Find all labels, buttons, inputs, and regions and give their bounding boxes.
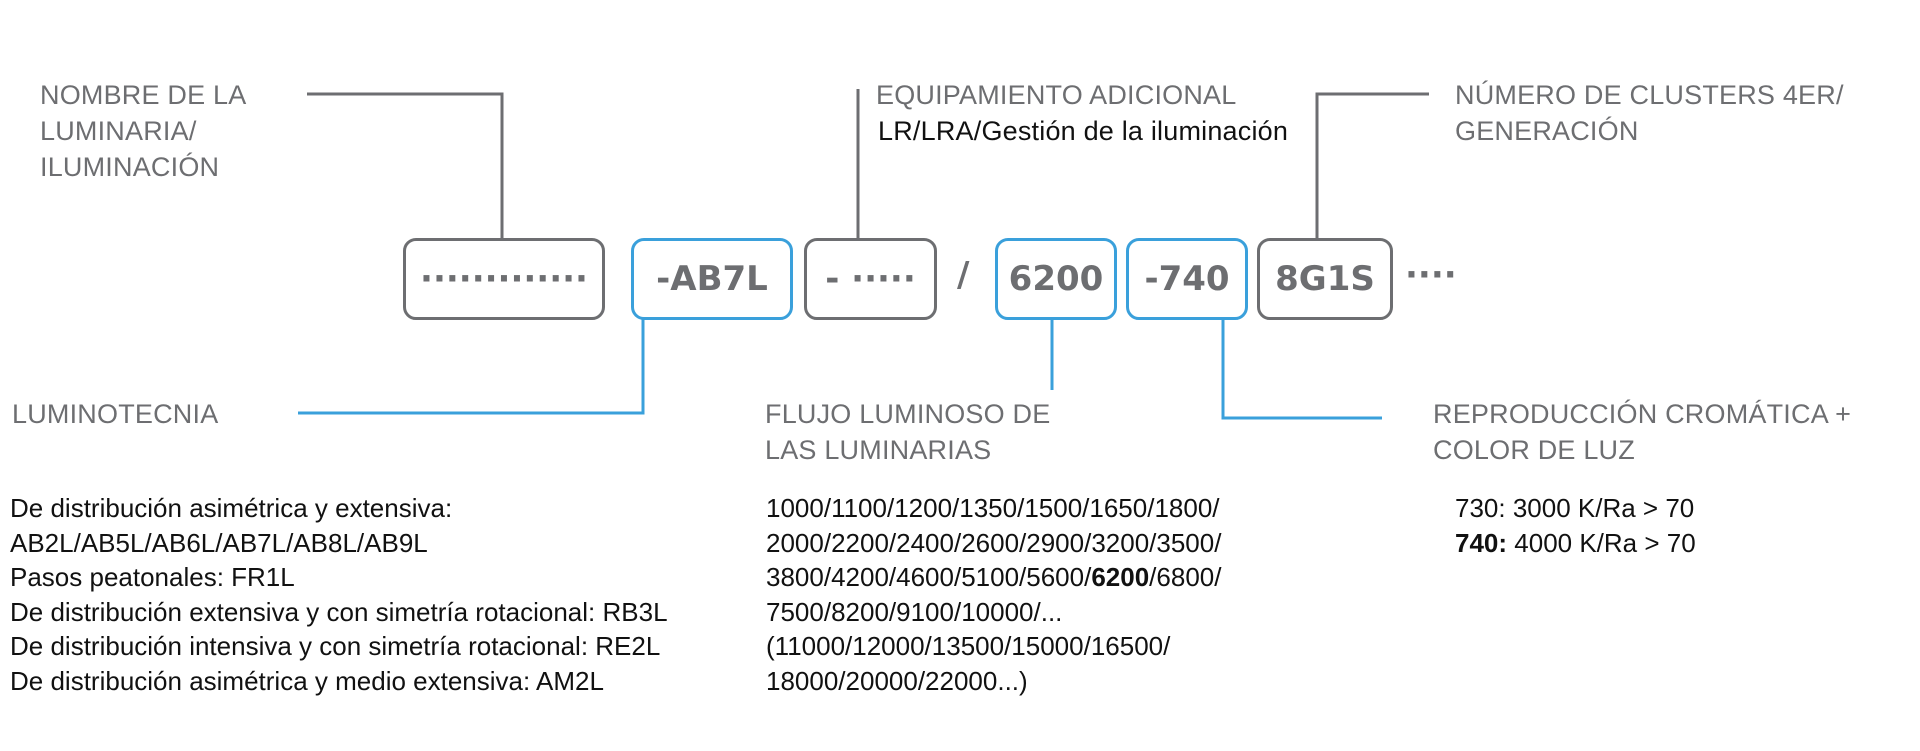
connector-clusters — [1315, 92, 1429, 238]
label-nombre: NOMBRE DE LA LUMINARIA/ ILUMINACIÓN — [40, 77, 246, 185]
flujo-line-1: 1000/1100/1200/1350/1500/1650/1800/ — [766, 493, 1220, 523]
label-reproduccion: REPRODUCCIÓN CROMÁTICA + COLOR DE LUZ — [1433, 396, 1851, 468]
flujo-line-3-bold: 6200 — [1091, 562, 1150, 592]
code-box-color: -740 — [1126, 238, 1248, 320]
code-box-equipment: - ····· — [804, 238, 937, 320]
code-more-ellipsis: ···· — [1405, 255, 1457, 295]
color-options: 730: 3000 K/Ra > 70 740: 4000 K/Ra > 70 — [1455, 491, 1696, 560]
label-equipamiento-title: EQUIPAMIENTO ADICIONAL — [876, 80, 1237, 110]
luminotecnia-line-5: De distribución intensiva y con simetría… — [10, 631, 661, 661]
luminotecnia-line-2: AB2L/AB5L/AB6L/AB7L/AB8L/AB9L — [10, 527, 428, 558]
label-clusters-line-1: NÚMERO DE CLUSTERS 4ER/ — [1455, 80, 1844, 110]
color-line-1: 730: 3000 K/Ra > 70 — [1455, 493, 1695, 523]
flujo-line-4: 7500/8200/9100/10000/... — [766, 596, 1063, 627]
label-nombre-line-1: NOMBRE DE LA — [40, 80, 247, 110]
color-line-2-rest: 4000 K/Ra > 70 — [1507, 527, 1696, 558]
flujo-line-3-pre: 3800/4200/4600/5100/5600/ — [766, 562, 1092, 592]
label-reproduccion-line-2: COLOR DE LUZ — [1433, 435, 1635, 465]
color-line-2: 740: 4000 K/Ra > 70 — [1455, 526, 1696, 561]
color-line-2-bold: 740: — [1455, 527, 1508, 558]
flujo-line-2: 2000/2200/2400/2600/2900/3200/3500/ — [766, 527, 1222, 558]
code-box-flux: 6200 — [995, 238, 1117, 320]
label-flujo: FLUJO LUMINOSO DE LAS LUMINARIAS — [765, 396, 1050, 468]
flujo-line-5: (11000/12000/13500/15000/16500/ — [766, 631, 1171, 661]
label-flujo-line-1: FLUJO LUMINOSO DE — [765, 399, 1051, 429]
luminotecnia-line-4: De distribución extensiva y con simetría… — [10, 596, 668, 627]
flujo-line-3: 3800/4200/4600/5100/5600/6200/6800/ — [766, 560, 1221, 595]
connector-luminotecnia — [298, 318, 645, 415]
label-reproduccion-line-1: REPRODUCCIÓN CROMÁTICA + — [1433, 399, 1852, 429]
code-box-name: ············· — [403, 238, 605, 320]
luminotecnia-options: De distribución asimétrica y extensiva: … — [10, 491, 668, 698]
luminotecnia-line-1: De distribución asimétrica y extensiva: — [10, 493, 453, 523]
flujo-line-6: 18000/20000/22000...) — [766, 665, 1028, 696]
connector-nombre — [307, 92, 504, 238]
label-nombre-line-3: ILUMINACIÓN — [40, 152, 220, 182]
code-box-clusters: 8G1S — [1257, 238, 1393, 320]
luminotecnia-line-3: Pasos peatonales: FR1L — [10, 562, 295, 592]
connector-reproduccion — [1221, 318, 1382, 420]
label-luminotecnia: LUMINOTECNIA — [12, 399, 219, 429]
label-clusters: NÚMERO DE CLUSTERS 4ER/ GENERACIÓN — [1455, 77, 1844, 149]
label-equipamiento: EQUIPAMIENTO ADICIONAL LR/LRA/Gestión de… — [876, 77, 1288, 149]
label-equipamiento-sub: LR/LRA/Gestión de la iluminación — [878, 116, 1289, 146]
flujo-options: 1000/1100/1200/1350/1500/1650/1800/ 2000… — [766, 491, 1221, 698]
label-nombre-line-2: LUMINARIA/ — [40, 116, 197, 146]
flujo-line-3-post: /6800/ — [1149, 562, 1222, 592]
label-flujo-line-2: LAS LUMINARIAS — [765, 435, 992, 465]
label-clusters-line-2: GENERACIÓN — [1455, 116, 1639, 146]
code-box-optic: -AB7L — [631, 238, 793, 320]
code-separator: / — [957, 255, 970, 295]
luminotecnia-line-6: De distribución asimétrica y medio exten… — [10, 665, 604, 696]
